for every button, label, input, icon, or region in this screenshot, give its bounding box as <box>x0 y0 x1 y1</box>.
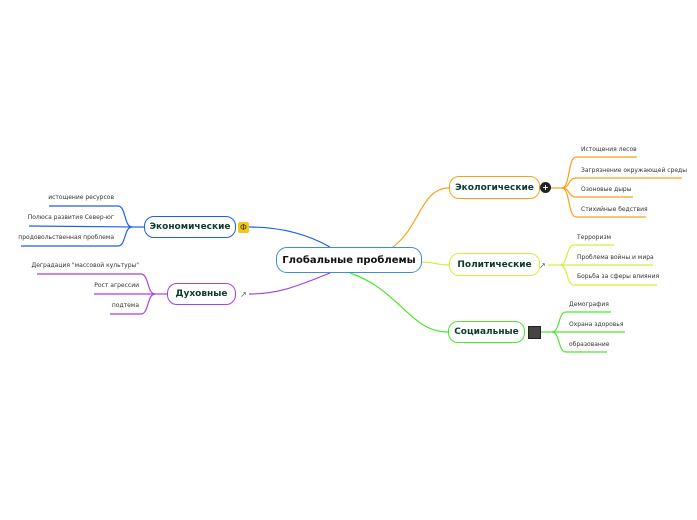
subtopic[interactable]: продовольственная проблема <box>18 234 114 241</box>
topic-ecological[interactable]: Экологические <box>449 176 540 199</box>
subtopic[interactable]: подтема <box>111 302 139 309</box>
link-econ <box>248 226 331 248</box>
topic-spiritual[interactable]: Духовные <box>167 283 236 305</box>
subtopic[interactable]: Истощения лесов <box>581 146 637 153</box>
topic-social[interactable]: Социальные <box>448 321 525 343</box>
subtopic[interactable]: Загрязнение окружающей среды <box>581 167 687 174</box>
subtopic[interactable]: Озоновые дыры <box>581 186 632 193</box>
subtopic[interactable]: Деградация "массовой культуры" <box>31 262 139 269</box>
subtopic[interactable]: истощение ресурсов <box>48 194 114 201</box>
subtopic[interactable]: Проблема войны и мира <box>577 254 654 261</box>
subtopic[interactable]: Полюса развития Север-юг <box>27 214 114 221</box>
subtopic[interactable]: Рост агрессии <box>94 282 139 289</box>
subtopic[interactable]: Демография <box>569 301 609 308</box>
subtopic[interactable]: образование <box>569 341 610 348</box>
link-pol <box>421 261 450 266</box>
central-topic[interactable]: Глобальные проблемы <box>276 247 422 273</box>
image-thumbnail-icon[interactable] <box>528 326 541 339</box>
link-spir <box>248 272 331 295</box>
link-eco <box>389 187 450 250</box>
plus-icon[interactable]: + <box>540 182 551 193</box>
external-link-icon[interactable]: ↗ <box>240 290 247 299</box>
subtopic[interactable]: Терроризм <box>577 234 612 241</box>
external-link-icon[interactable]: ↗ <box>539 261 546 270</box>
topic-political[interactable]: Политические <box>449 253 540 276</box>
link-soc <box>349 272 449 333</box>
phi-marker-icon[interactable]: Ф <box>238 222 249 233</box>
subtopic[interactable]: Стихийные бедствия <box>581 206 648 213</box>
topic-economic[interactable]: Экономические <box>144 216 236 238</box>
subtopic[interactable]: Борьба за сферы влияния <box>577 273 660 280</box>
subtopic[interactable]: Охрана здоровья <box>569 321 624 328</box>
